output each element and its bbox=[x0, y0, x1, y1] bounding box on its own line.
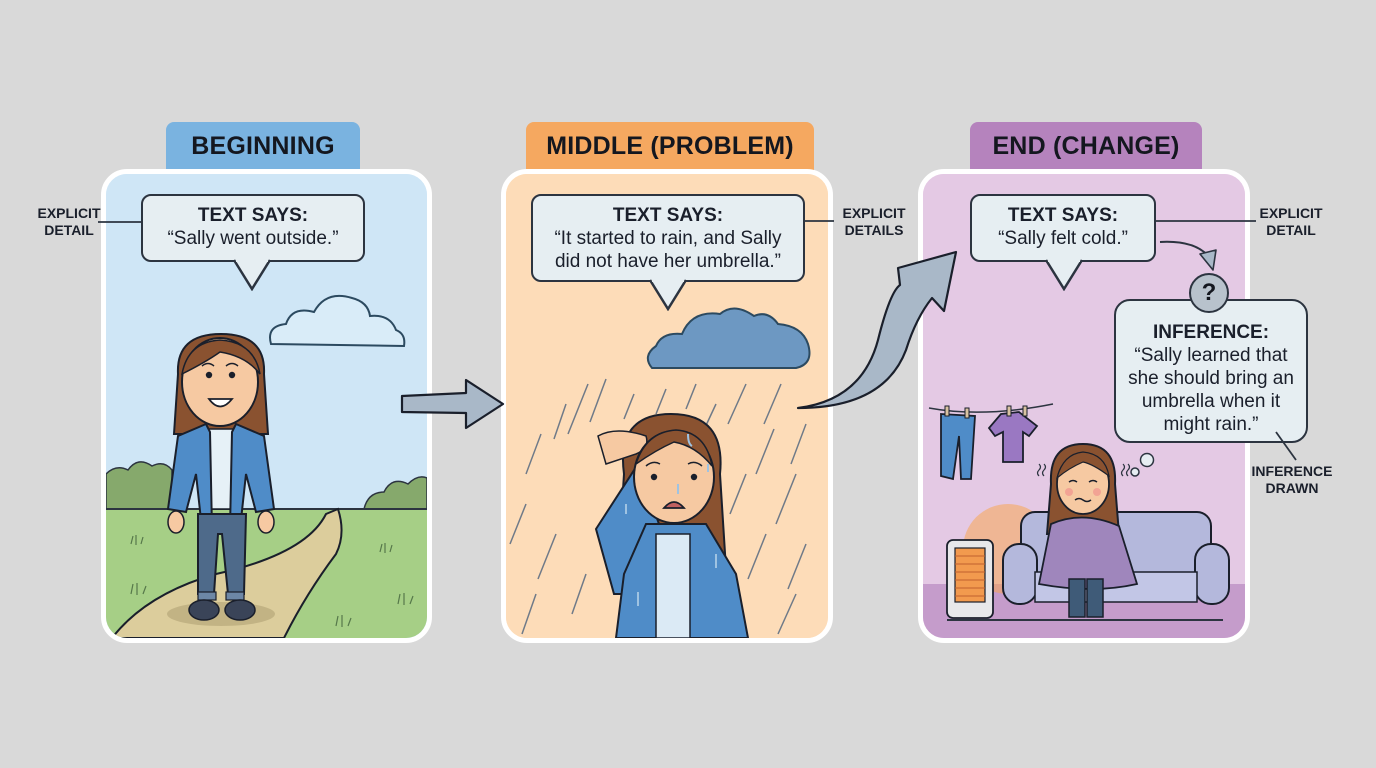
bubble-heading: TEXT SAYS: bbox=[1007, 205, 1119, 226]
light-cloud-icon bbox=[269, 294, 406, 348]
text-says-bubble-beginning: TEXT SAYS: “Sally went outside.” bbox=[141, 194, 365, 262]
inference-line-1: “Sally learned that bbox=[1134, 345, 1288, 366]
bubble-heading: TEXT SAYS: bbox=[612, 205, 724, 226]
explicit-detail-label-beginning: EXPLICIT DETAIL bbox=[37, 205, 101, 238]
sally-wet-worried-figure bbox=[594, 412, 750, 638]
explicit-detail-label-end: EXPLICIT DETAIL bbox=[1259, 205, 1323, 238]
inference-drawn-label: INFERENCE DRAWN bbox=[1251, 463, 1333, 496]
tab-end-change: END (CHANGE) bbox=[970, 122, 1202, 170]
tab-middle-label: MIDDLE (PROBLEM) bbox=[546, 131, 794, 160]
bubble-quote-line-1: “It started to rain, and Sally bbox=[554, 228, 782, 249]
question-mark-icon: ? bbox=[1189, 273, 1229, 313]
text-says-bubble-middle: TEXT SAYS: “It started to rain, and Sall… bbox=[531, 194, 805, 282]
inference-line-4: might rain.” bbox=[1163, 414, 1259, 435]
inference-thought-bubble: INFERENCE: “Sally learned that she shoul… bbox=[1114, 299, 1308, 443]
inference-heading: INFERENCE: bbox=[1152, 322, 1270, 343]
speech-tail bbox=[232, 259, 272, 291]
speech-tail bbox=[1044, 259, 1084, 291]
tab-end-label: END (CHANGE) bbox=[992, 131, 1180, 160]
wet-shirt-icon bbox=[987, 411, 1039, 463]
bubble-quote: “Sally felt cold.” bbox=[998, 228, 1128, 249]
inference-line-2: she should bring an bbox=[1128, 368, 1294, 389]
sally-happy-figure bbox=[166, 332, 276, 621]
text-says-bubble-end: TEXT SAYS: “Sally felt cold.” bbox=[970, 194, 1156, 262]
tab-beginning: BEGINNING bbox=[166, 122, 360, 170]
tab-beginning-label: BEGINNING bbox=[191, 131, 335, 160]
bubble-heading: TEXT SAYS: bbox=[197, 205, 309, 226]
tab-middle-problem: MIDDLE (PROBLEM) bbox=[526, 122, 814, 170]
bubble-quote: “Sally went outside.” bbox=[167, 228, 339, 249]
speech-tail bbox=[648, 279, 688, 311]
wet-pants-icon bbox=[940, 413, 976, 481]
explicit-details-label-middle: EXPLICIT DETAILS bbox=[842, 205, 906, 238]
bubble-quote-line-2: did not have her umbrella.” bbox=[554, 251, 781, 272]
space-heater-icon bbox=[946, 539, 994, 619]
inference-line-3: umbrella when it bbox=[1141, 391, 1281, 412]
sally-cold-shivering-figure bbox=[1036, 442, 1139, 618]
